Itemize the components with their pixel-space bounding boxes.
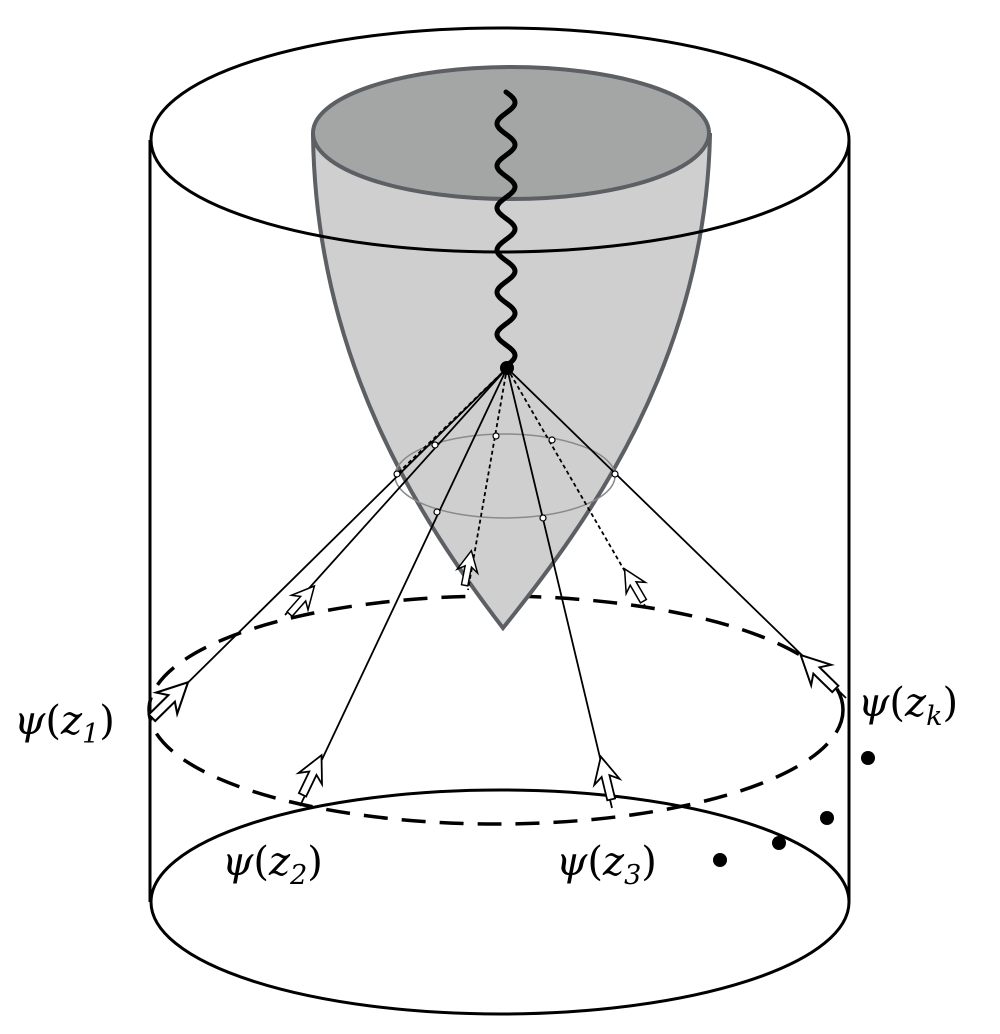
arrow-shape xyxy=(295,753,323,798)
arrow-shape xyxy=(623,567,649,604)
wavy-string xyxy=(494,89,518,369)
arrow-shape xyxy=(147,680,190,723)
arrow-head xyxy=(623,567,649,604)
arrow-head xyxy=(285,584,316,618)
ring-intersections xyxy=(393,432,619,522)
intersection-point xyxy=(611,470,619,478)
intersection-point xyxy=(431,441,439,449)
ray-zk xyxy=(506,367,847,699)
label-psi-z1: ψ(z1) xyxy=(14,698,115,750)
ray-dotted-center xyxy=(467,367,508,591)
intersection-point xyxy=(548,436,556,444)
ray-arrows xyxy=(147,549,840,802)
arrow-head xyxy=(454,549,480,587)
label-psi-z3: ψ(z3) xyxy=(556,839,657,891)
ray-z1-parallel xyxy=(284,367,508,616)
shaded-cone xyxy=(310,65,713,632)
arrow-head xyxy=(799,653,840,694)
cylinder xyxy=(148,140,851,1016)
ellipsis-dots xyxy=(713,751,875,867)
arrow-shape xyxy=(799,653,840,694)
cylinder-bottom-ellipse xyxy=(149,788,851,1016)
apex-point xyxy=(500,361,514,375)
label-psi-z2: ψ(z2) xyxy=(222,839,323,891)
ray-z2 xyxy=(299,367,508,807)
intersection-point xyxy=(433,508,441,516)
ellipsis-dot xyxy=(772,836,786,850)
rays xyxy=(151,367,847,809)
intersection-point xyxy=(393,470,401,478)
arrow-shape xyxy=(592,754,623,802)
intersection-point xyxy=(492,432,500,440)
ray-z1 xyxy=(151,367,508,719)
ellipsis-dot xyxy=(713,853,727,867)
label-psi-zk: ψ(zk) xyxy=(858,680,958,732)
ellipsis-dot xyxy=(820,811,834,825)
arrow-head xyxy=(592,754,623,802)
ray-z3 xyxy=(506,367,613,809)
arrow-head xyxy=(147,680,190,723)
intersection-point xyxy=(539,514,547,522)
ray-dotted-right xyxy=(506,367,646,607)
arrow-shape xyxy=(454,549,480,587)
arrow-head xyxy=(295,753,323,798)
arrow-shape xyxy=(285,584,316,618)
cone-top-disk xyxy=(311,65,711,201)
ellipsis-dot xyxy=(861,751,875,765)
ray-dotted-left xyxy=(396,367,508,475)
cone-body xyxy=(310,133,713,632)
